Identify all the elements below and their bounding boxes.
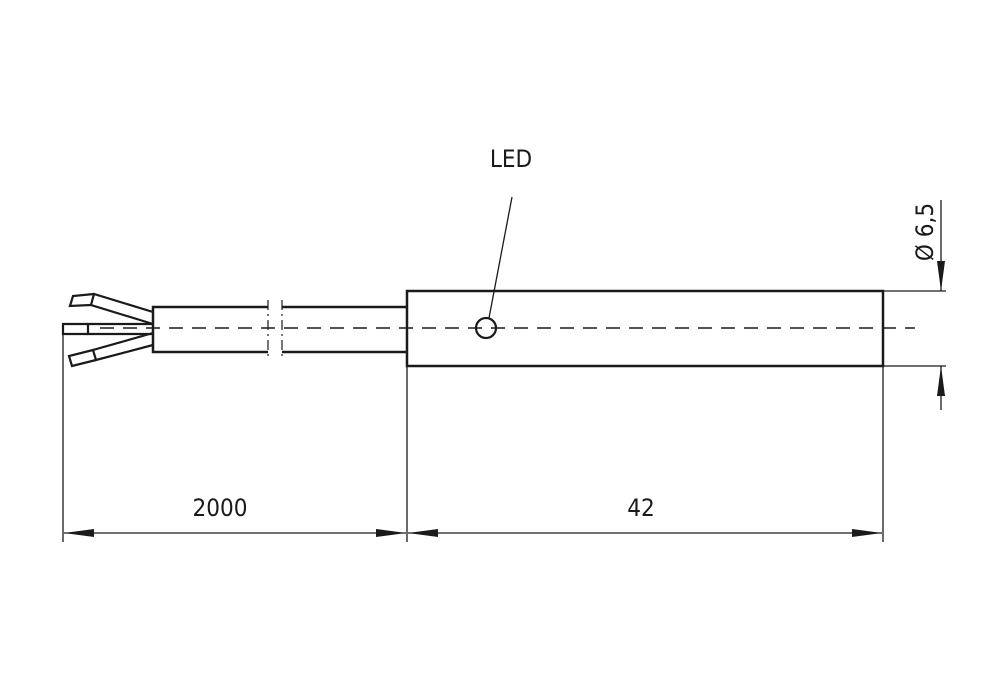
led-indicator [474,316,498,340]
cable [151,300,407,358]
body-length-label: 42 [627,494,654,522]
wires [61,292,154,368]
led-leader-line [488,196,513,319]
extension-lines [62,290,946,542]
cable-length-label: 2000 [193,494,248,522]
led-label: LED [490,145,532,173]
diameter-label: Ø 6,5 [911,203,939,261]
